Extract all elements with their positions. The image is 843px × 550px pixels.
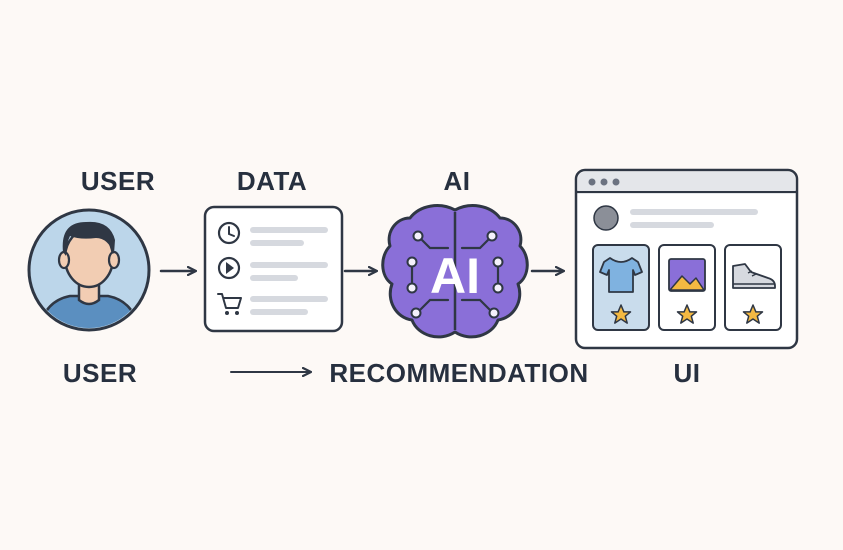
profile-line-1	[630, 209, 758, 215]
recommendation-card-1	[592, 244, 650, 331]
tshirt-icon	[599, 257, 643, 293]
label-data-top: DATA	[236, 166, 308, 196]
label-ai-top: AI	[443, 166, 471, 196]
label-user-bottom: USER	[62, 358, 138, 388]
clock-icon	[217, 221, 241, 245]
recommendation-card-2	[658, 244, 716, 331]
data-row-1-line-1	[250, 227, 328, 233]
cart-icon	[217, 293, 242, 315]
play-icon	[217, 256, 241, 280]
data-row-3-line-2	[250, 309, 308, 315]
star-icon	[610, 304, 632, 324]
star-icon	[742, 304, 764, 324]
image-icon	[668, 258, 706, 292]
data-row-2-line-2	[250, 275, 298, 281]
data-row-2-line-1	[250, 262, 328, 268]
profile-avatar-placeholder	[593, 205, 619, 231]
sneaker-icon	[732, 263, 776, 289]
window-dot-3	[612, 178, 620, 186]
ui-window	[574, 168, 799, 350]
brain-label: AI	[430, 248, 480, 304]
data-row-1-line-2	[250, 240, 304, 246]
star-icon	[676, 304, 698, 324]
label-user-top: USER	[80, 166, 156, 196]
data-panel	[203, 205, 344, 333]
user-avatar	[27, 208, 151, 332]
data-row-3-line-1	[250, 296, 328, 302]
recommendation-card-3	[724, 244, 782, 331]
brain-icon: AI	[381, 204, 529, 339]
profile-line-2	[630, 222, 714, 228]
label-recommendation: RECOMMENDATION	[329, 358, 589, 388]
window-dot-1	[588, 178, 596, 186]
window-dot-2	[600, 178, 608, 186]
label-ui-bottom: UI	[673, 358, 701, 388]
